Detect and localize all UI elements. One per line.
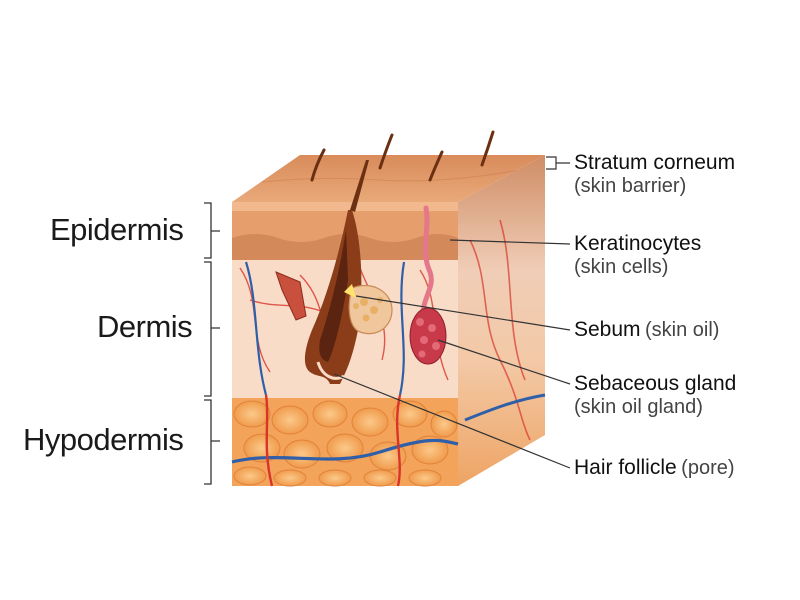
sweat-duct <box>420 205 434 321</box>
cube-right-face <box>458 155 545 486</box>
sweat-gland-coil <box>409 307 447 365</box>
label-sebaceous-gland-sub: (skin oil gland) <box>574 396 703 418</box>
label-stratum-corneum-sub: (skin barrier) <box>574 175 687 197</box>
label-hair-follicle: Hair follicle (pore) <box>574 456 735 480</box>
label-keratinocytes-sub: (skin cells) <box>574 256 669 278</box>
stratum-corneum-band <box>232 202 458 211</box>
label-sebaceous-gland: Sebaceous gland (skin oil gland) <box>574 372 736 419</box>
label-sebaceous-gland-title: Sebaceous gland <box>574 372 737 395</box>
label-hair-follicle-sub: (pore) <box>681 457 735 479</box>
label-sebum-sub: (skin oil) <box>645 319 720 341</box>
sweat-gland-texture <box>416 318 440 358</box>
sebum-glow <box>344 284 356 298</box>
hair-shaft <box>350 160 369 212</box>
layer-label-hypodermis: Hypodermis <box>23 422 184 457</box>
hypodermis-vein <box>231 438 459 464</box>
hypodermis-artery <box>264 394 402 487</box>
label-stratum-corneum: Stratum corneum (skin barrier) <box>574 151 735 198</box>
dermis-vessels-blue <box>244 261 406 396</box>
layer-brackets <box>204 202 220 485</box>
sebum-droplets <box>353 297 383 322</box>
layer-label-epidermis: Epidermis <box>50 212 184 247</box>
surface-hairs <box>310 130 495 182</box>
label-keratinocytes-title: Keratinocytes <box>574 232 702 255</box>
cube-top-texture <box>261 169 521 183</box>
arrector-muscle <box>275 271 307 321</box>
right-face-vein <box>464 393 546 422</box>
fat-lobules <box>233 400 458 487</box>
label-stratum-corneum-title: Stratum corneum <box>574 151 736 174</box>
label-hair-follicle-title: Hair follicle <box>574 456 677 479</box>
right-face-vessels <box>469 219 531 441</box>
label-keratinocytes: Keratinocytes (skin cells) <box>574 232 701 279</box>
label-sebum: Sebum (skin oil) <box>574 318 719 342</box>
hair-follicle-inner <box>319 230 348 362</box>
layer-label-dermis: Dermis <box>97 309 193 344</box>
label-sebum-title: Sebum <box>574 318 641 341</box>
leader-lines <box>333 156 571 469</box>
cube-top-face <box>232 155 545 202</box>
